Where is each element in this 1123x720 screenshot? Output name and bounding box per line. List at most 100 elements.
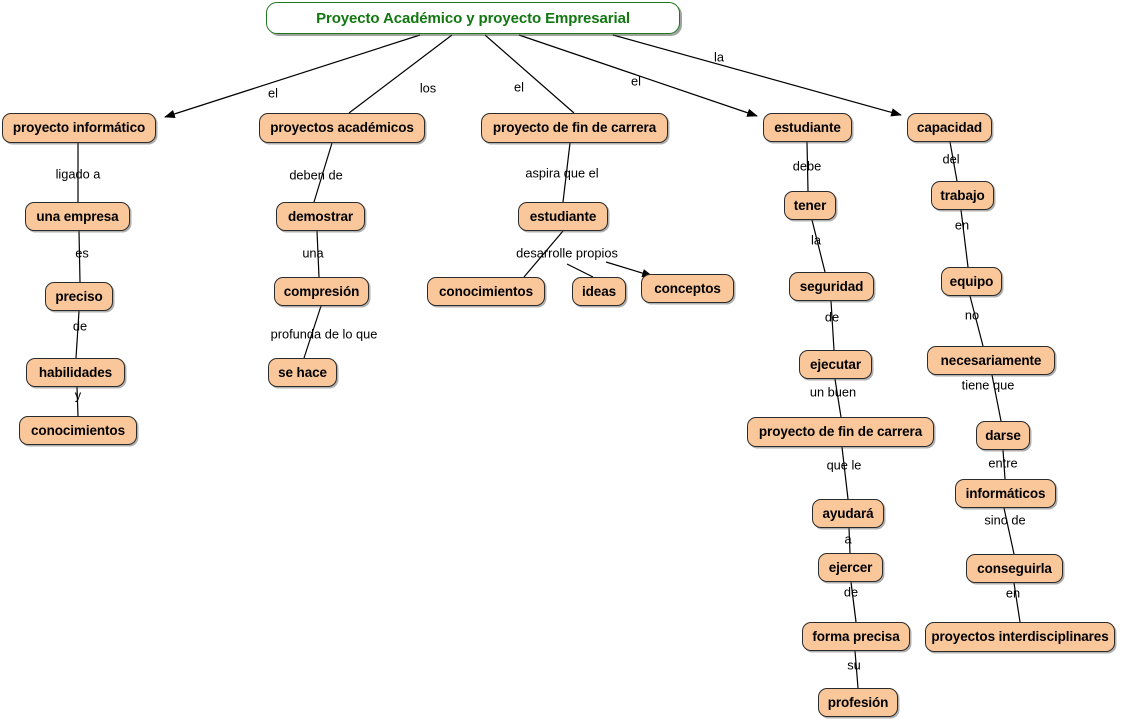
edge-label-capacidad-to-trabajo: del: [942, 151, 960, 167]
edge-label-informaticos-to-conseguirla: sino de: [984, 512, 1026, 528]
edge-seguridad-to-ejecutar: [830, 300, 835, 351]
edge-label-proy_acad-to-demostrar: deben de: [289, 167, 343, 183]
concept-node-informaticos[interactable]: informáticos: [955, 479, 1056, 508]
concept-node-compresion[interactable]: compresión: [274, 277, 369, 306]
edge-label-ayudara-to-ejercer: a: [844, 531, 852, 547]
edge-label-una_empresa-to-preciso: es: [75, 245, 89, 261]
edge-label-root-to-proy_fin1: el: [514, 79, 524, 95]
node-label: tener: [793, 197, 827, 213]
concept-node-trabajo[interactable]: trabajo: [931, 181, 994, 210]
edge-root-to-proy_acad: [348, 34, 453, 114]
concept-node-una_empresa[interactable]: una empresa: [25, 202, 130, 231]
node-label: estudiante: [529, 208, 597, 224]
concept-node-conceptos[interactable]: conceptos: [641, 274, 734, 303]
edge-label-ejecutar-to-proy_fin2: un buen: [809, 384, 857, 400]
concept-node-proy_info[interactable]: proyecto informático: [2, 113, 156, 143]
edge-label-proy_fin2-to-ayudara: que le: [826, 457, 862, 473]
edge-root-to-proy_info: [164, 34, 421, 118]
concept-node-capacidad[interactable]: capacidad: [907, 113, 992, 142]
node-label: ideas: [581, 283, 617, 299]
edge-label-proy_fin1-to-estudiante2: aspira que el: [525, 165, 599, 181]
node-label: darse: [985, 427, 1021, 443]
edge-label-root-to-proy_acad: los: [419, 80, 437, 96]
node-label: conceptos: [654, 280, 721, 296]
node-label: demostrar: [287, 208, 354, 224]
edge-label-seguridad-to-ejecutar: de: [824, 309, 840, 325]
concept-node-preciso[interactable]: preciso: [45, 282, 113, 311]
edge-label-conseguirla-to-proy_interdis: en: [1005, 585, 1021, 601]
node-label: ejecutar: [810, 356, 861, 372]
concept-node-equipo[interactable]: equipo: [941, 267, 1002, 296]
concept-node-demostrar[interactable]: demostrar: [276, 202, 365, 231]
node-label: conocimientos: [31, 422, 125, 438]
concept-node-proy_acad[interactable]: proyectos académicos: [259, 113, 425, 143]
node-label: ayudará: [822, 505, 874, 521]
edge-label-estudiante2-to-conocimientos2: desarrolle propios: [516, 245, 618, 261]
edge-estudiante2-to-conceptos: [605, 261, 653, 278]
edge-label-proy_info-to-una_empresa: ligado a: [55, 166, 101, 182]
edge-label-demostrar-to-compresion: una: [302, 245, 324, 261]
edge-label-preciso-to-habilidades: de: [72, 318, 88, 334]
node-label: ejercer: [828, 559, 873, 575]
edge-label-equipo-to-necesariamente: no: [964, 307, 980, 323]
concept-node-habilidades[interactable]: habilidades: [26, 358, 125, 387]
concept-node-proy_interdis[interactable]: proyectos interdisciplinares: [925, 622, 1115, 652]
concept-node-se_hace[interactable]: se hace: [268, 358, 337, 387]
concept-node-ejercer[interactable]: ejercer: [818, 553, 883, 582]
node-label: compresión: [283, 283, 360, 299]
node-label: proyecto de fin de carrera: [492, 120, 657, 136]
node-label: necesariamente: [940, 352, 1042, 368]
edge-label-habilidades-to-conocimientos1: y: [74, 387, 82, 403]
node-label: preciso: [55, 288, 103, 304]
concept-node-ideas[interactable]: ideas: [572, 277, 626, 306]
node-label: conocimientos: [439, 283, 533, 299]
concept-node-necesariamente[interactable]: necesariamente: [927, 346, 1055, 375]
concept-node-estudiante2[interactable]: estudiante: [518, 202, 608, 231]
edge-root-to-capacidad: [612, 34, 902, 117]
node-label: se hace: [278, 364, 327, 380]
node-label: trabajo: [940, 187, 985, 203]
node-label: una empresa: [36, 208, 119, 224]
edge-label-ejercer-to-forma_precisa: de: [843, 584, 859, 600]
node-label: capacidad: [916, 119, 983, 135]
node-label: profesión: [827, 694, 889, 710]
concept-node-darse[interactable]: darse: [976, 421, 1030, 450]
concept-node-ejecutar[interactable]: ejecutar: [799, 350, 872, 379]
edge-label-trabajo-to-equipo: en: [954, 217, 970, 233]
node-label: seguridad: [799, 278, 864, 294]
node-label: Proyecto Académico y proyecto Empresaria…: [316, 9, 630, 27]
node-label: estudiante: [774, 119, 841, 135]
concept-node-proy_fin1[interactable]: proyecto de fin de carrera: [481, 113, 668, 143]
node-label: informáticos: [965, 485, 1046, 501]
concept-node-proy_fin2[interactable]: proyecto de fin de carrera: [747, 417, 934, 447]
concept-node-forma_precisa[interactable]: forma precisa: [802, 622, 910, 651]
concept-node-profesion[interactable]: profesión: [818, 688, 898, 717]
edge-label-root-to-capacidad: la: [714, 49, 724, 65]
concept-node-estudiante1[interactable]: estudiante: [763, 113, 852, 142]
concept-node-conocimientos1[interactable]: conocimientos: [19, 416, 137, 445]
root-node-root[interactable]: Proyecto Académico y proyecto Empresaria…: [266, 2, 680, 34]
node-label: conseguirla: [977, 560, 1052, 576]
node-label: proyectos académicos: [270, 120, 414, 136]
node-label: forma precisa: [812, 628, 900, 644]
edge-label-darse-to-informaticos: entre: [988, 455, 1018, 471]
edge-label-estudiante1-to-tener: debe: [792, 158, 822, 174]
edge-label-necesariamente-to-darse: tiene que: [961, 377, 1015, 393]
edge-proy_fin2-to-ayudara: [841, 446, 849, 500]
node-label: proyecto informático: [12, 120, 146, 136]
edge-label-forma_precisa-to-profesion: su: [847, 657, 861, 673]
concept-node-tener[interactable]: tener: [784, 191, 836, 220]
edge-label-root-to-estudiante1: el: [631, 73, 641, 89]
node-label: habilidades: [38, 364, 113, 380]
concept-node-conseguirla[interactable]: conseguirla: [966, 554, 1063, 583]
edge-root-to-proy_fin1: [484, 34, 575, 114]
concept-node-seguridad[interactable]: seguridad: [789, 272, 874, 301]
node-label: proyectos interdisciplinares: [931, 629, 1109, 645]
concept-node-conocimientos2[interactable]: conocimientos: [427, 277, 545, 306]
edge-label-root-to-proy_info: el: [268, 85, 278, 101]
edge-label-tener-to-seguridad: la: [811, 232, 821, 248]
concept-node-ayudara[interactable]: ayudará: [812, 499, 884, 528]
node-label: proyecto de fin de carrera: [758, 424, 923, 440]
edge-label-compresion-to-se_hace: profunda de lo que: [270, 326, 378, 342]
